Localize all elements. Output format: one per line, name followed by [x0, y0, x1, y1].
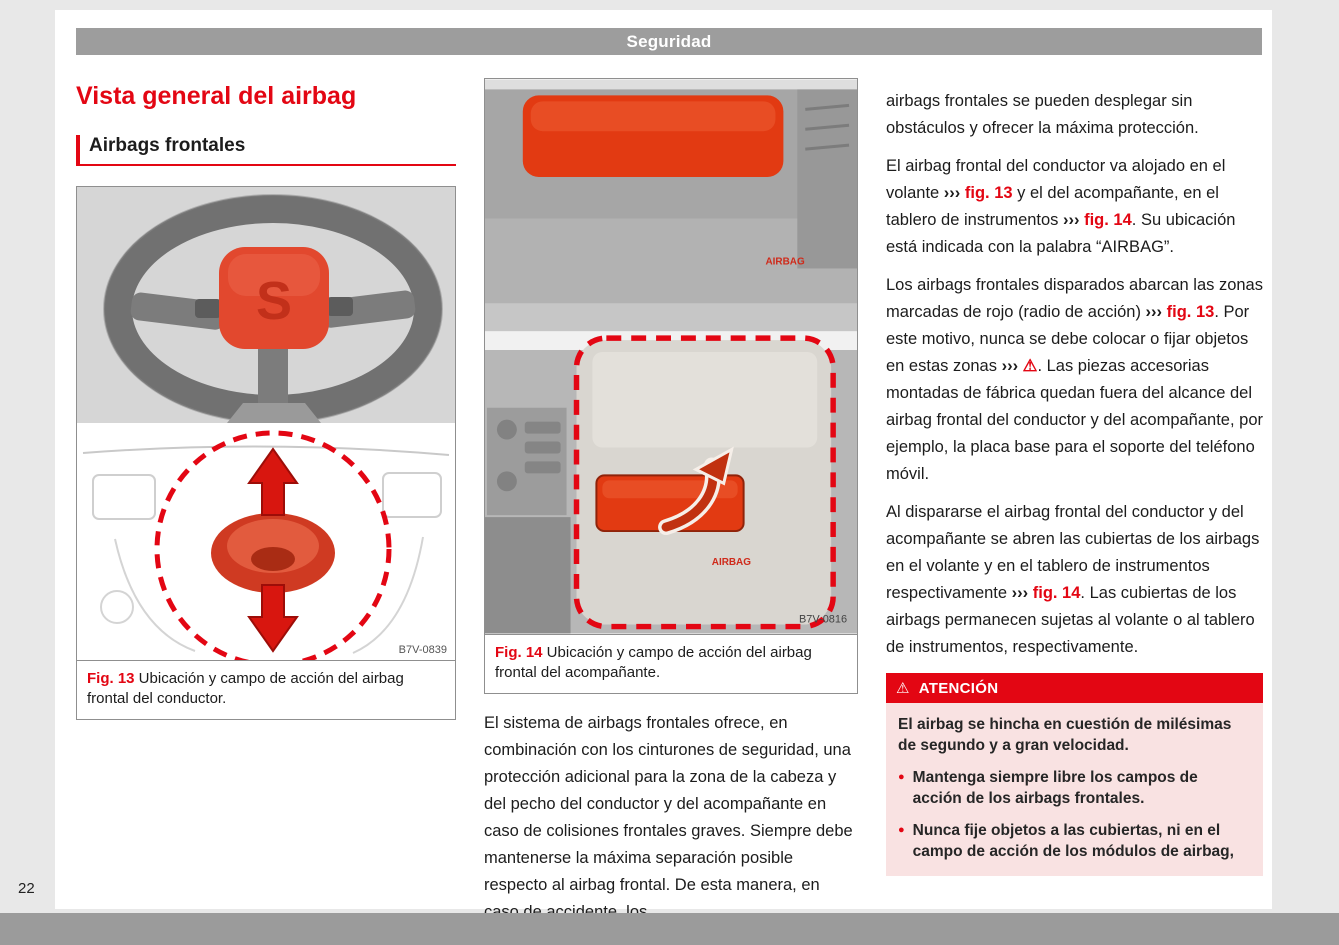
deployment-zone-dashed-outline [573, 335, 836, 630]
warning-triangle-icon: ⚠ [896, 680, 910, 697]
opening-direction-arrow-icon [658, 446, 734, 536]
warning-bullet-2: ● Nunca fije objetos a las cubiertas, ni… [898, 820, 1251, 862]
section-header: Seguridad [76, 28, 1262, 55]
warning-bullet-1: ● Mantenga siempre libre los campos de a… [898, 767, 1251, 809]
body-paragraph-4: Al dispararse el airbag frontal del cond… [886, 503, 1260, 656]
middle-column: AIRBAG [484, 78, 858, 926]
page-number: 22 [18, 880, 35, 897]
bullet-icon: ● [898, 771, 905, 783]
dashboard-photo: AIRBAG [485, 79, 857, 634]
body-paragraph-3: Los airbags frontales disparados abarcan… [886, 276, 1263, 483]
footer-bar [0, 913, 1339, 945]
figure-13-illustration: S [77, 186, 455, 660]
right-column: airbags frontales se pueden desplegar si… [886, 88, 1263, 876]
section-header-label: Seguridad [626, 31, 712, 51]
warning-box: ⚠ ATENCIÓN El airbag se hincha en cuesti… [886, 673, 1263, 876]
left-column: Vista general del airbag Airbags frontal… [76, 80, 456, 720]
figure-13: S [76, 185, 456, 720]
airbag-word-label-2: AIRBAG [712, 557, 751, 568]
warning-body: El airbag se hincha en cuestión de milés… [886, 703, 1263, 876]
seat-logo: S [256, 271, 292, 331]
airbag-word-label: AIRBAG [765, 256, 804, 267]
bullet-icon: ● [898, 824, 905, 836]
figure-14-code: B7V-0816 [799, 614, 847, 626]
figure-14-illustration: AIRBAG [485, 79, 857, 634]
warning-header: ⚠ ATENCIÓN [886, 673, 1263, 703]
body-paragraph-intro: El sistema de airbags frontales ofrece, … [484, 714, 853, 921]
subsection-title: Airbags frontales [76, 134, 456, 166]
warning-bullet-1-text: Mantenga siempre libre los campos de acc… [912, 769, 1198, 807]
warning-intro: El airbag se hincha en cuestión de milés… [898, 716, 1232, 754]
figure-14-caption: Fig. 14 Ubicación y campo de acción del … [485, 634, 857, 693]
page-title: Vista general del airbag [76, 82, 357, 110]
warning-bullet-2-text: Nunca fije objetos a las cubiertas, ni e… [912, 822, 1234, 860]
figure-14: AIRBAG [484, 78, 858, 694]
body-paragraph-2: El airbag frontal del conductor va aloja… [886, 157, 1236, 256]
steering-wheel-photo: S [77, 186, 455, 424]
arrow-down-icon [247, 583, 299, 653]
manual-page: Seguridad Vista general del airbag Airba… [55, 10, 1272, 921]
figure-13-caption: Fig. 13 Ubicación y campo de acción del … [77, 659, 455, 719]
deployment-zone-sketch: B7V-0839 [82, 430, 450, 660]
body-paragraph-1: airbags frontales se pueden desplegar si… [886, 92, 1199, 137]
action-radius-dashed-circle [154, 430, 392, 660]
arrow-up-icon [247, 447, 299, 516]
figure-13-code: B7V-0839 [399, 644, 447, 656]
warning-title: ATENCIÓN [918, 679, 999, 697]
